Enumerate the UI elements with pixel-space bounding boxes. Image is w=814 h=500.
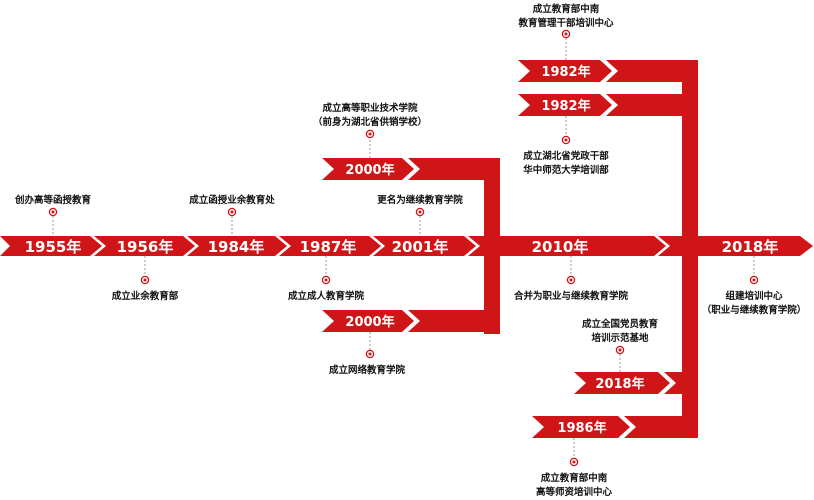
main-segment-1987 — [279, 236, 381, 256]
dot-1987 — [321, 275, 331, 285]
caption-2018-lower-line1: 成立全国党员教育 — [582, 318, 659, 330]
main-year-2010: 2010年 — [532, 238, 589, 256]
branch-2018-lower: 2018年 — [574, 372, 682, 394]
caption-1955: 创办高等函授教育 — [14, 194, 92, 206]
main-year-2018: 2018年 — [722, 238, 779, 256]
main-segment-1956 — [94, 236, 195, 256]
branch-segment — [322, 158, 414, 180]
branch-arrow — [664, 372, 682, 394]
dot-2018-lower — [615, 345, 625, 355]
main-segment-2018 — [658, 236, 813, 256]
branch-year: 2000年 — [345, 314, 394, 330]
main-year-2001: 2001年 — [392, 238, 449, 256]
branch-1986: 1986年 — [532, 416, 698, 438]
caption-1982-top-line1: 成立教育部中南 — [533, 3, 600, 15]
dot-1982-top — [561, 29, 571, 39]
dot-2000-upper — [365, 129, 375, 139]
main-segment-1955 — [0, 236, 102, 256]
branch-year: 1986年 — [557, 420, 606, 436]
caption-1982-top-line2: 教育管理干部培训中心 — [517, 17, 614, 29]
branch-arrow — [606, 94, 682, 116]
caption-1987: 成立成人教育学院 — [288, 290, 365, 302]
caption-2000-lower: 成立网络教育学院 — [329, 364, 406, 376]
branch-2000-lower: 2000年 — [322, 310, 484, 332]
dot-1956 — [140, 275, 150, 285]
marker-dots — [48, 29, 759, 467]
dot-1984 — [227, 207, 237, 217]
main-segment-2001 — [373, 236, 476, 256]
branch-1982-top: 1982年 — [518, 60, 698, 82]
branch-segment — [518, 60, 612, 82]
main-year-1987: 1987年 — [300, 238, 357, 256]
caption-2018-line2: （职业与继续教育学院） — [702, 304, 807, 316]
branch-segment — [322, 310, 414, 332]
branch-1982-second: 1982年 — [518, 94, 682, 116]
caption-2001: 更名为继续教育学院 — [377, 194, 463, 206]
caption-2000-upper-line2: （前身为湖北省供销学校） — [313, 116, 427, 128]
branch-segment — [532, 416, 630, 438]
branch-arrow — [606, 60, 698, 82]
branch-arrow — [624, 416, 698, 438]
caption-2000-upper-line1: 成立高等职业技术学院 — [322, 102, 418, 114]
branch-year: 2018年 — [595, 376, 644, 392]
main-year-1956: 1956年 — [117, 238, 174, 256]
caption-2018-line1: 组建培训中心 — [725, 290, 783, 302]
branch-year: 1982年 — [541, 64, 590, 80]
dot-1986 — [569, 457, 579, 467]
branch-arrow — [408, 158, 484, 180]
caption-1982-second-line2: 华中师范大学培训部 — [523, 164, 609, 176]
dot-2001 — [415, 207, 425, 217]
main-segment-1984 — [187, 236, 287, 256]
caption-2018-lower-line2: 培训示范基地 — [591, 332, 649, 344]
branch-year: 1982年 — [541, 98, 590, 114]
branch-segment — [574, 372, 670, 394]
captions-branches: 成立高等职业技术学院 （前身为湖北省供销学校） 成立网络教育学院 成立教育部中南… — [313, 3, 659, 498]
dot-2000-lower — [365, 349, 375, 359]
branch-year: 2000年 — [345, 162, 394, 178]
caption-1956: 成立业余教育部 — [112, 290, 179, 302]
dot-2010 — [566, 275, 576, 285]
caption-1984: 成立函授业余教育处 — [189, 194, 275, 206]
branch-arrow — [408, 310, 484, 332]
caption-2010: 合并为职业与继续教育学院 — [514, 290, 629, 302]
branch-segment — [518, 94, 612, 116]
caption-1986-line2: 高等师资培训中心 — [536, 486, 613, 498]
main-year-1955: 1955年 — [25, 238, 82, 256]
main-year-1984: 1984年 — [208, 238, 265, 256]
main-timeline: 1955年 1956年 1984年 1987年 2001年 2010年 2018… — [0, 236, 813, 256]
dot-2018 — [749, 275, 759, 285]
dot-1955 — [48, 207, 58, 217]
caption-1986-line1: 成立教育部中南 — [541, 472, 608, 484]
dot-1982-second — [561, 135, 571, 145]
captions-main: 创办高等函授教育 成立业余教育部 成立函授业余教育处 成立成人教育学院 更名为继… — [14, 194, 806, 316]
caption-1982-second-line1: 成立湖北省党政干部 — [523, 150, 609, 162]
main-segment-2010 — [468, 236, 666, 256]
branch-2000-upper: 2000年 — [322, 158, 484, 180]
